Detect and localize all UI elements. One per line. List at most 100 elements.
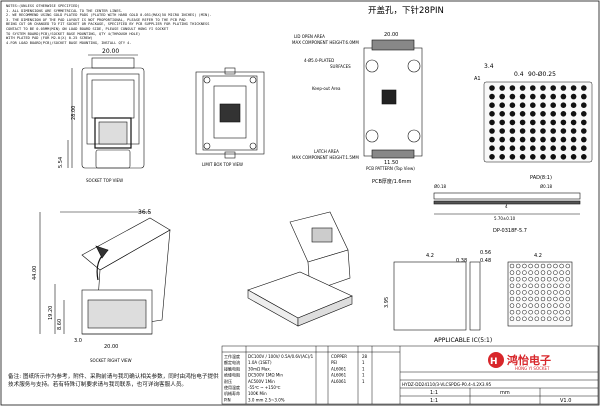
spec-value: DC500V 1MΩ Min: [248, 373, 283, 378]
pad-ball: [519, 102, 526, 108]
spec-value: 1.0A (1SET): [248, 360, 272, 365]
ic-ball: [559, 290, 564, 295]
ic-ball: [559, 283, 564, 289]
pad-ball: [581, 102, 587, 108]
note-line: NOTES:(UNLESS OTHERWISE SPECIFIED): [6, 4, 80, 8]
ic-ball: [528, 270, 533, 275]
ic-ball: [546, 276, 552, 282]
ic-side: [393, 261, 573, 331]
spec-value: DC100V / 100V/ 0.5A/0.6V(AC)/1: [248, 354, 314, 359]
pcb-bottom-dim: 11.50: [384, 160, 398, 166]
pad-ball: [560, 85, 567, 91]
ic-dim-056: 0.56: [480, 250, 491, 256]
ic-ball: [522, 263, 527, 269]
ic-ball: [540, 290, 546, 295]
ic-ball: [528, 309, 533, 315]
pcb-pattern-label: PCB PATTERN (Top View): [366, 166, 415, 171]
ic-ball: [546, 309, 552, 315]
ic-ball: [528, 290, 533, 295]
pad-ball: [550, 145, 556, 151]
ic-ball: [515, 309, 521, 315]
pad-ball: [489, 119, 495, 126]
ic-ball: [546, 290, 552, 295]
pad-ball: [581, 111, 587, 117]
pcb-width-dim: 20.00: [384, 32, 398, 38]
material-qty: 28: [362, 354, 368, 359]
ic-ball: [528, 296, 533, 302]
pad-ball: [530, 128, 536, 134]
ic-ball: [565, 276, 571, 282]
ic-ball: [534, 276, 540, 282]
ic-ball: [559, 309, 564, 315]
title-block: [221, 345, 599, 405]
ic-ball: [515, 263, 521, 269]
ic-ball: [546, 296, 552, 302]
dp-view: [433, 192, 581, 215]
ic-ball: [540, 270, 546, 275]
spec-value: -55℃ ~ +150℃: [248, 385, 281, 390]
pad-ball: [499, 111, 506, 117]
pad-ball: [550, 85, 556, 91]
pad-ball: [540, 102, 546, 108]
socket-top-dim-height: 28.00: [71, 106, 77, 120]
dp-dim-mid: 4: [505, 204, 508, 209]
dp-dim-right: Ø0.18: [540, 184, 553, 189]
pad-ball: [499, 93, 506, 100]
pad-ball: [570, 102, 577, 108]
pcb-lid-open: LID OPEN AREA: [294, 34, 325, 39]
ic-ball: [509, 263, 515, 269]
spec-label: PIN: [224, 397, 231, 402]
spec-label: 耐压: [224, 378, 232, 384]
ic-ball: [553, 276, 558, 282]
pad-ball: [489, 145, 495, 151]
pad-ball: [519, 85, 526, 91]
pad-ball: [530, 136, 536, 143]
ic-ball: [559, 270, 564, 275]
pcb-max-comp-2: MAX COMPONENT HEIGHT:1.5MM: [292, 155, 359, 160]
ic-ball: [534, 283, 540, 289]
ic-ball: [534, 296, 540, 302]
note-line: CONTACT TO BE 0.05MM(MIN) ON LOAD BOARD …: [6, 26, 169, 31]
ic-ball: [509, 290, 515, 295]
ic-ball: [534, 316, 540, 322]
pad-ball: [519, 145, 526, 151]
ic-ball: [528, 276, 533, 282]
ic-ball: [553, 270, 558, 275]
ic-ball: [515, 303, 521, 308]
ic-ball: [540, 296, 546, 302]
pad-ball: [499, 154, 506, 160]
version-value: V1.0: [560, 398, 571, 404]
spec-label: 绝缘电阻: [224, 372, 240, 378]
spec-value: 100K Min: [248, 391, 267, 396]
pad-ball: [550, 128, 556, 134]
socket-right-label: SOCKET RIGHT VIEW: [90, 358, 132, 363]
pad-ball: [560, 102, 567, 108]
pcb-keepout: Keep-out Area: [312, 86, 341, 91]
ic-ball: [540, 309, 546, 315]
ic-ball: [515, 283, 521, 289]
pad-ball: [530, 111, 536, 117]
ic-ball: [553, 296, 558, 302]
pad-dim-pitch: 0.4: [514, 71, 524, 78]
ic-ball: [522, 270, 527, 275]
ic-ball: [565, 283, 571, 289]
pad-ball: [570, 145, 577, 151]
socket-top-label: SOCKET TOP VIEW: [86, 178, 123, 183]
header-cn: 开盖孔，下针28PIN: [368, 5, 444, 16]
note-line: 4.FOR LOAD BOARD(PCB)/SOCKET BASE MOUNTI…: [6, 40, 132, 45]
pad-ball: [489, 128, 495, 134]
scale-value-2: 1:1: [430, 398, 438, 404]
socket-right-view: [39, 211, 171, 335]
ic-ball: [553, 263, 558, 269]
pad-ball: [560, 154, 567, 160]
pcb-thickness: PCB厚度/1.6mm: [372, 178, 411, 185]
part-number: HYDZ-DD24110/3-VLCSPDG-P0.4-4.2X3.95: [402, 382, 492, 387]
pad-ball: [519, 111, 526, 117]
pcb-latch: LATCH AREA: [314, 149, 339, 154]
ic-dim-w2: 4.2: [534, 253, 542, 259]
ic-ball: [559, 303, 564, 308]
pad-ball: [581, 85, 587, 91]
ic-ball: [546, 316, 552, 322]
material-qty: 1: [362, 366, 365, 371]
pad-ball: [530, 145, 536, 151]
